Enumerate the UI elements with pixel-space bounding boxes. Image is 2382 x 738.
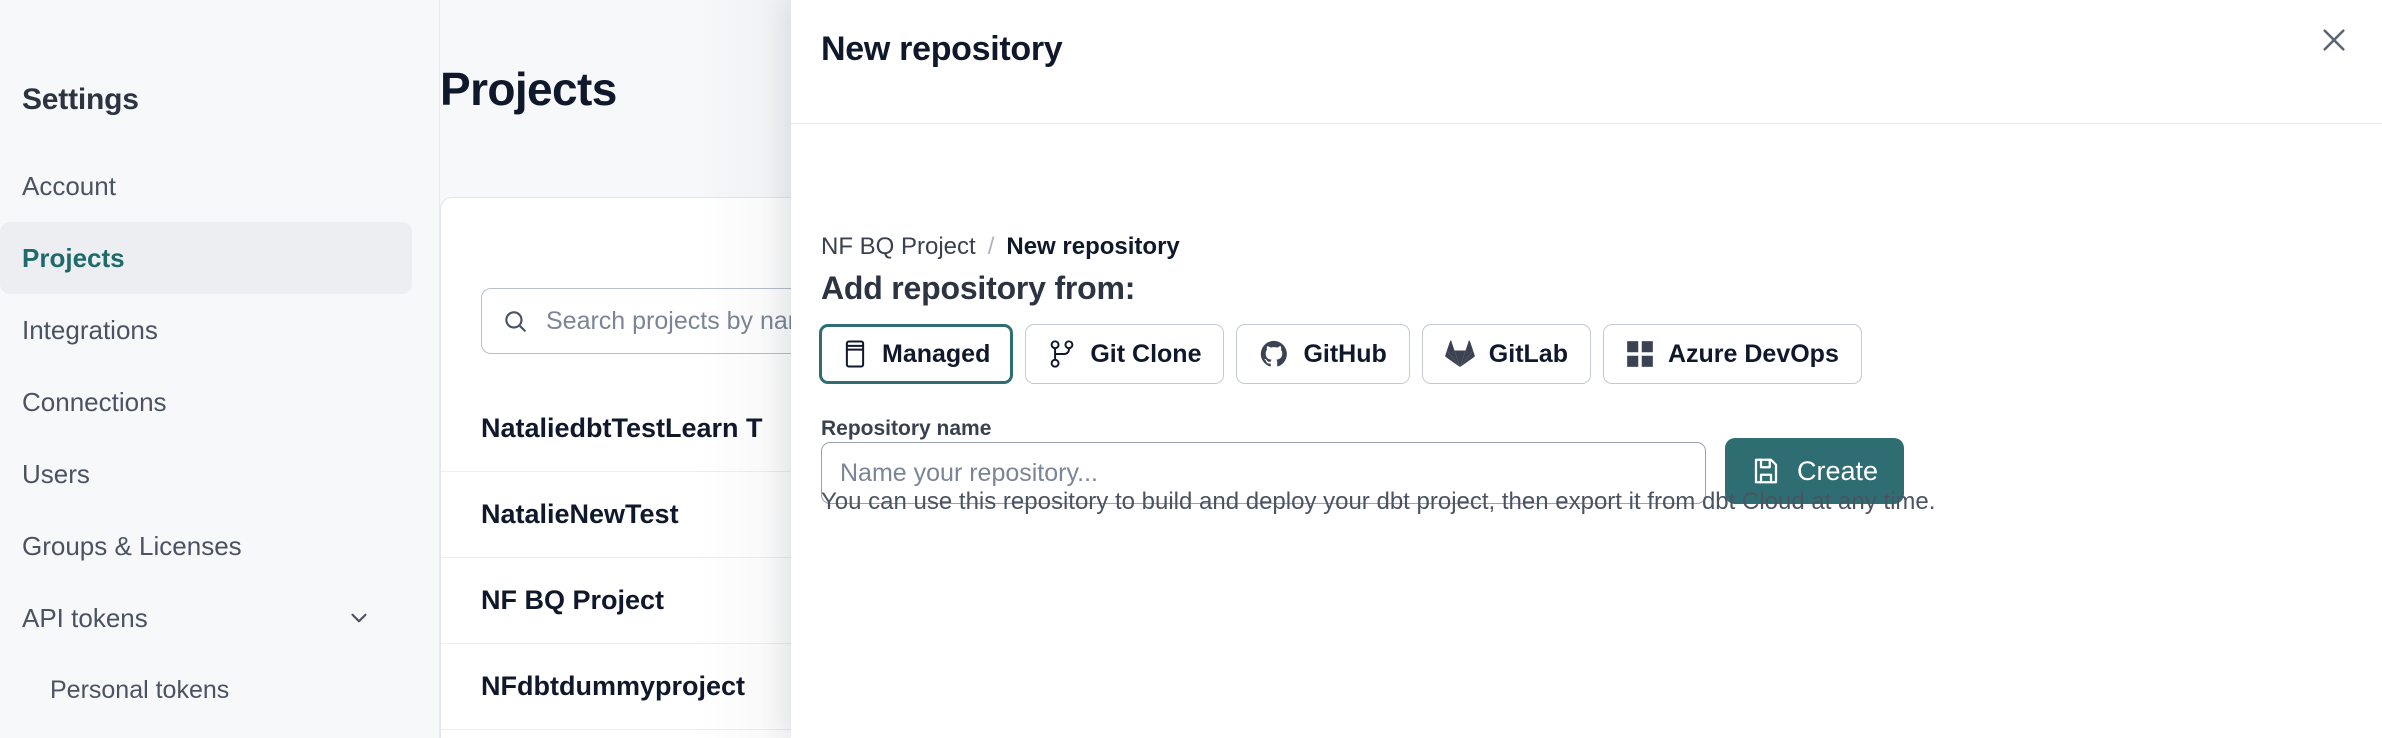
project-name: NF BQ Project xyxy=(481,585,665,615)
settings-sidebar: Settings Account Projects Integrations C… xyxy=(0,0,440,738)
sidebar-item-integrations[interactable]: Integrations xyxy=(0,294,412,366)
azure-devops-icon xyxy=(1626,340,1654,368)
sidebar-item-api-tokens[interactable]: API tokens xyxy=(0,582,412,654)
repository-name-input[interactable] xyxy=(821,442,1706,504)
save-icon xyxy=(1751,456,1781,486)
project-name: NataliedbtTestLearn T xyxy=(481,413,763,443)
source-option-git-clone[interactable]: Git Clone xyxy=(1025,324,1225,384)
github-icon xyxy=(1259,339,1289,369)
add-repository-from-heading: Add repository from: xyxy=(821,270,1136,306)
new-repository-drawer: New repository NF BQ Project / New repos… xyxy=(791,0,2382,738)
breadcrumb-separator: / xyxy=(987,233,995,260)
gitlab-icon xyxy=(1444,339,1475,369)
breadcrumb-parent-link[interactable]: NF BQ Project xyxy=(821,233,976,260)
drawer-header: New repository xyxy=(791,0,2382,124)
sidebar-item-projects[interactable]: Projects xyxy=(0,222,412,294)
create-button[interactable]: Create xyxy=(1725,438,1905,504)
sidebar-item-connections[interactable]: Connections xyxy=(0,366,412,438)
sidebar-item-label: Groups & Licenses xyxy=(22,530,242,561)
source-option-gitlab[interactable]: GitLab xyxy=(1421,324,1591,384)
sidebar-item-label: Account xyxy=(22,170,116,201)
sidebar-item-users[interactable]: Users xyxy=(0,438,412,510)
sidebar-item-label: Personal tokens xyxy=(50,675,230,704)
chevron-down-icon xyxy=(346,605,372,631)
project-name: NatalieNewTest xyxy=(481,499,679,529)
sidebar-item-account[interactable]: Account xyxy=(0,150,412,222)
repository-helper-text: You can use this repository to build and… xyxy=(821,488,1936,515)
create-button-label: Create xyxy=(1797,455,1879,486)
source-option-azure-devops[interactable]: Azure DevOps xyxy=(1602,324,1862,384)
sidebar-nav: Account Projects Integrations Connection… xyxy=(0,150,420,726)
sidebar-item-groups-licenses[interactable]: Groups & Licenses xyxy=(0,510,412,582)
sidebar-title: Settings xyxy=(22,83,139,116)
source-option-managed[interactable]: Managed xyxy=(819,324,1014,384)
sidebar-item-label: Connections xyxy=(22,386,167,417)
sidebar-item-personal-tokens[interactable]: Personal tokens xyxy=(0,654,412,726)
source-option-label: GitHub xyxy=(1303,339,1387,368)
breadcrumb-current: New repository xyxy=(1006,233,1180,260)
drawer-title: New repository xyxy=(821,30,1063,68)
page-title: Projects xyxy=(440,63,617,115)
source-option-label: Azure DevOps xyxy=(1667,339,1839,368)
project-name: NFdbtdummyproject xyxy=(481,671,746,701)
repository-name-label: Repository name xyxy=(821,417,992,440)
source-option-github[interactable]: GitHub xyxy=(1236,324,1410,384)
managed-repo-icon xyxy=(842,339,868,369)
search-icon xyxy=(502,308,528,334)
sidebar-item-label: Projects xyxy=(22,242,125,273)
source-option-label: Managed xyxy=(882,339,991,368)
close-icon[interactable] xyxy=(2308,14,2360,66)
search-input-placeholder: Search projects by name xyxy=(546,306,823,335)
sidebar-item-label: Integrations xyxy=(22,314,158,345)
source-option-label: Git Clone xyxy=(1090,339,1202,368)
sidebar-item-label: Users xyxy=(22,458,90,489)
source-option-label: GitLab xyxy=(1488,339,1568,368)
sidebar-item-label: API tokens xyxy=(22,602,148,633)
repository-source-options: Managed Git Clone xyxy=(819,324,1862,384)
git-clone-icon xyxy=(1048,339,1076,369)
breadcrumb: NF BQ Project / New repository xyxy=(821,233,1180,261)
